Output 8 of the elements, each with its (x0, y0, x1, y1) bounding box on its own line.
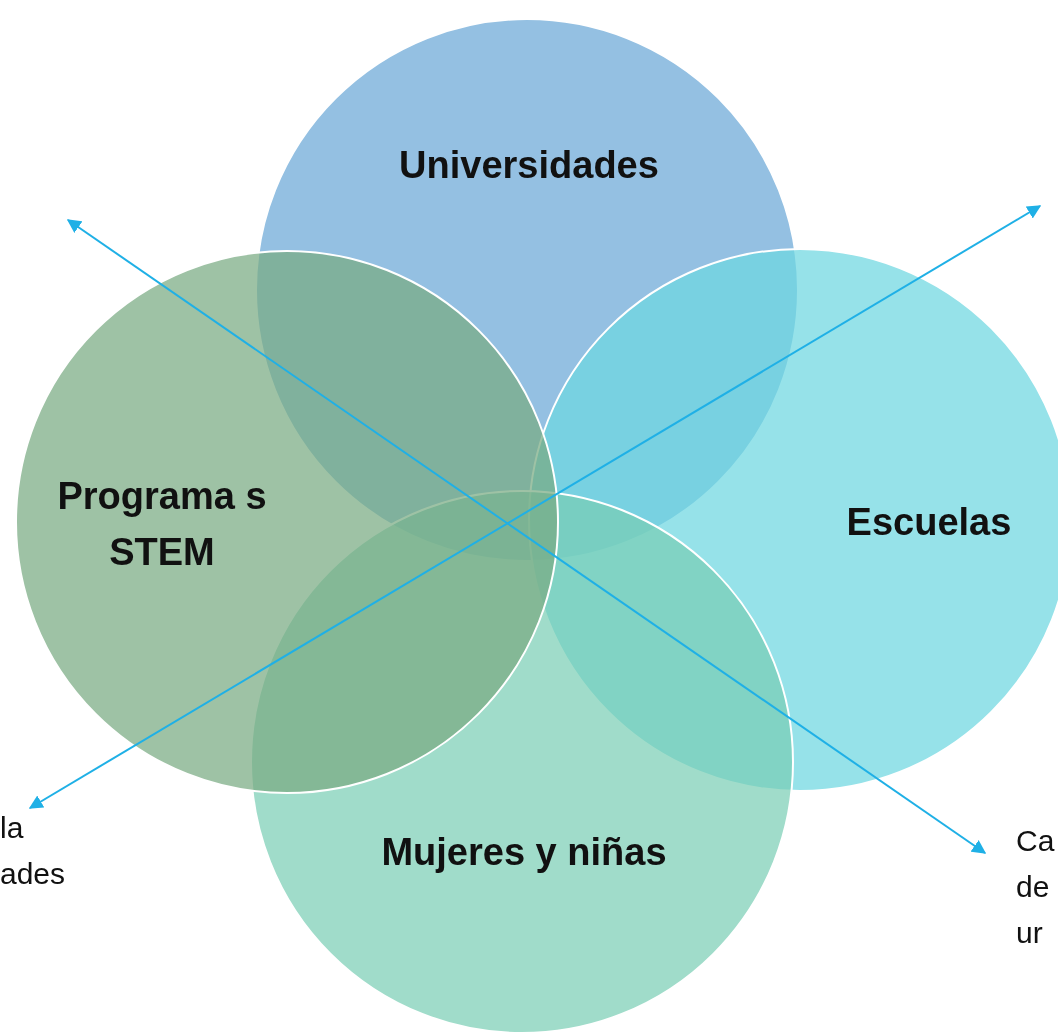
cut-off-text: la ades (0, 805, 80, 897)
circle-label: Programa s STEM (57, 474, 267, 575)
double-arrow (28, 205, 1042, 809)
cut-off-text: Ca de ur (1016, 818, 1056, 956)
double-arrow (66, 219, 987, 854)
circle-label: Mujeres y niñas (380, 830, 668, 875)
circle-label: Escuelas (845, 500, 1013, 545)
circle-label: Universidades (398, 143, 660, 188)
